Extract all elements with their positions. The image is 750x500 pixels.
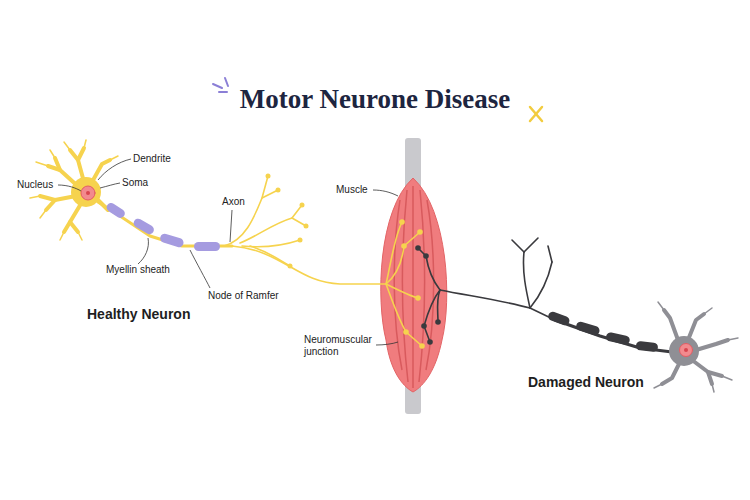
leader-line: [100, 183, 120, 188]
leader-line: [58, 185, 81, 191]
leader-line: [190, 250, 210, 288]
part-label: Muscle: [336, 184, 368, 196]
soma-body: [71, 177, 101, 207]
healthy-neuron: [30, 140, 425, 349]
muscle-body: [381, 178, 447, 392]
neuron-caption: Damaged Neuron: [528, 374, 644, 390]
part-label: Myellin sheath: [106, 264, 170, 276]
title-decoration: [213, 78, 542, 121]
part-label: Neuromuscular junction: [304, 334, 378, 358]
leader-lines: [58, 159, 398, 345]
leader-line: [230, 210, 232, 242]
nucleus: [81, 186, 95, 200]
part-label: Dendrite: [133, 153, 171, 165]
damaged-soma: [669, 336, 699, 366]
muscle-illustration: [381, 138, 447, 414]
leader-line: [373, 190, 398, 196]
part-label: Nucleus: [17, 179, 53, 191]
part-label: Axon: [222, 196, 245, 208]
part-label: Node of Ramfer: [208, 290, 279, 302]
leader-line: [98, 159, 131, 180]
myelin-sheath: [105, 201, 220, 251]
diagram-title: Motor Neurone Disease: [240, 84, 510, 115]
damaged-myelin: [547, 310, 658, 352]
leader-line: [138, 238, 148, 264]
neuron-caption: Healthy Neuron: [87, 306, 190, 322]
leader-line: [376, 342, 398, 345]
damaged-neuron: [415, 238, 738, 392]
part-label: Soma: [122, 177, 148, 189]
